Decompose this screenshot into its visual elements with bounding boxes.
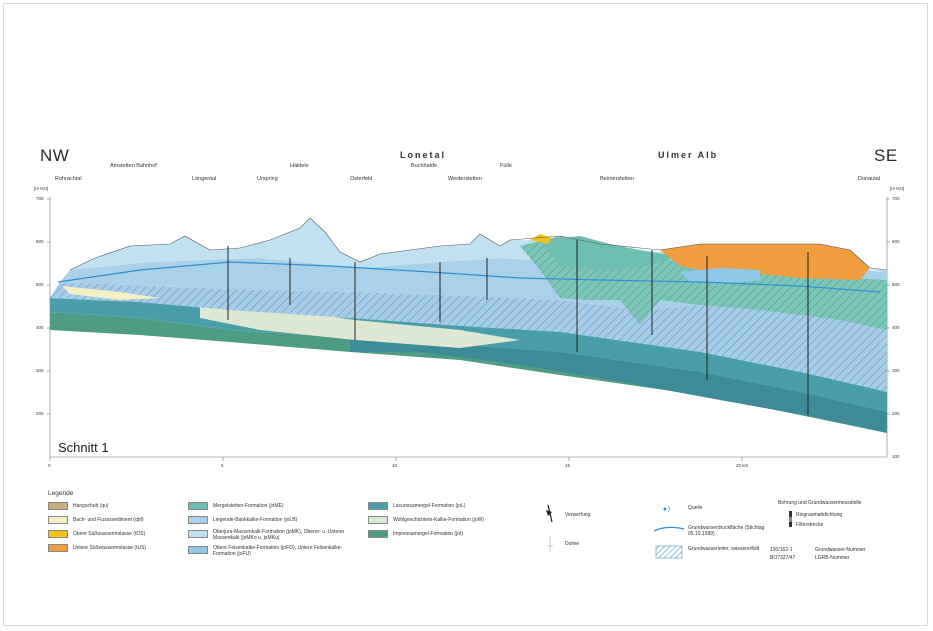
location-label: Westerstetten: [448, 176, 482, 182]
surface-outline: [69, 217, 888, 271]
legend-label: Impressamergel-Formation (joI): [393, 531, 464, 537]
y-tick-label-right: 500: [892, 282, 900, 287]
y-tick-label-right: 400: [892, 325, 900, 330]
legend-label: Mergelstetten-Formation (joME): [213, 503, 284, 509]
legend-swatch: [48, 530, 68, 538]
legend-label: Grundwasser-Nummer: [815, 547, 866, 553]
layer-impressamergel: [50, 312, 887, 433]
location-label: Längental: [192, 176, 217, 182]
legend-label: Lacunosamergel-Formation (joL): [393, 503, 466, 509]
y-tick-label: 500: [36, 282, 44, 287]
region-lonetal: Lonetal: [400, 150, 447, 160]
y-tick-label-right: 600: [892, 239, 900, 244]
x-tick-label: 20 km: [736, 463, 749, 468]
x-tick-label: 0: [48, 463, 51, 468]
legend-label: Bohrung und Grundwassermessstelle: [778, 500, 862, 506]
x-tick-label: 5: [221, 463, 224, 468]
legend-label: Oberjura-Massenkalk-Formation (joMK), Ob…: [213, 529, 345, 541]
layer-lacunosa-lower: [350, 338, 887, 433]
legend-swatch: [368, 530, 388, 538]
legend-swatch: [368, 516, 388, 524]
x-tick-label: 10: [392, 463, 398, 468]
legend-label: Grundwasserleiter, wassererfüllt: [688, 546, 760, 552]
y-tick-label: 300: [36, 368, 44, 373]
y-axis-label-right: [m NN]: [890, 186, 904, 191]
legend-label: Liegende-Bankkalke-Formation (joLB): [213, 517, 298, 523]
groundwater-surface-line: [57, 261, 881, 293]
legend-swatch: [188, 516, 208, 524]
location-label: Donautal: [858, 176, 881, 182]
layer-felsenkalke-hatched: [50, 282, 887, 392]
location-label: Beimerstetten: [600, 176, 634, 182]
x-tick-marks: [49, 457, 743, 461]
legend-label: Obere Felsenkalke-Formation (joFO), Unte…: [213, 545, 343, 557]
legend-title: Legende: [48, 490, 74, 497]
layer-joME-top: [540, 236, 680, 270]
y-tick-label-right: 200: [892, 411, 900, 416]
legend-label: Obere Süßwassermolasse (tOS): [73, 531, 146, 537]
location-label: Rohrachtal: [55, 176, 82, 182]
legend-label: Bach- und Flussssediment (qbf): [73, 517, 144, 523]
legend-label: Hangschutt (qu): [73, 503, 109, 509]
direction-nw: NW: [40, 146, 70, 165]
y-tick-label-right: 700: [892, 196, 900, 201]
location-label: Urspring: [257, 176, 278, 182]
legend-swatch: [48, 544, 68, 552]
y-tick-label: 700: [36, 196, 44, 201]
legend-label: 130/162-1: [770, 547, 793, 553]
legend-swatch: [48, 516, 68, 524]
region-ulmer-alb: Ulmer Alb: [658, 150, 719, 160]
legend-label: Filterstrecke: [796, 522, 824, 528]
legend-swatch: [48, 502, 68, 510]
location-label: Häldele: [290, 163, 309, 169]
legend-label: Grundwasserdruckfläche (Stichtag 05.10.1…: [688, 525, 765, 537]
legend-label: Untere Süßwassermolasse (tUS): [73, 545, 147, 551]
legend-swatch: [188, 530, 208, 538]
location-label: Buchhalde: [411, 163, 437, 169]
section-label: Schnitt 1: [58, 440, 109, 455]
y-tick-label: 600: [36, 239, 44, 244]
legend-swatch: [368, 502, 388, 510]
layer-alluvium: [62, 286, 160, 300]
legend-label: Wohlgeschichtete-Kalke-Formation (joW): [393, 517, 485, 523]
y-tick-label: 200: [36, 411, 44, 416]
boreholes: [227, 240, 809, 415]
legend-label: Ringraumabdichtung: [796, 512, 843, 518]
y-tick-label: 400: [36, 325, 44, 330]
location-label: Fülle: [500, 163, 512, 169]
layer-obere-suesswassermolasse: [530, 234, 552, 244]
location-label: Osterfeld: [350, 176, 373, 182]
legend-label: BO7327/47: [770, 555, 796, 561]
legend-label: LGRB-Nummer: [815, 555, 850, 561]
layer-untere-suesswassermolasse: [660, 244, 870, 280]
y-axis-label-left: [m NN]: [34, 186, 48, 191]
location-label: Amstetten Bahnhof: [110, 163, 157, 169]
x-tick-label: 15: [565, 463, 571, 468]
y-tick-label-right: 100: [892, 454, 900, 459]
y-tick-label-right: 300: [892, 368, 900, 373]
legend-label: Doline: [565, 541, 580, 547]
legend-label: Quelle: [688, 505, 703, 511]
legend-label: Verwerfung: [565, 512, 591, 518]
layer-lens-blue: [680, 268, 760, 284]
legend-swatch: [188, 502, 208, 510]
y-tick-marks: [47, 198, 890, 415]
direction-se: SE: [874, 146, 898, 165]
legend-swatch: [188, 546, 208, 554]
